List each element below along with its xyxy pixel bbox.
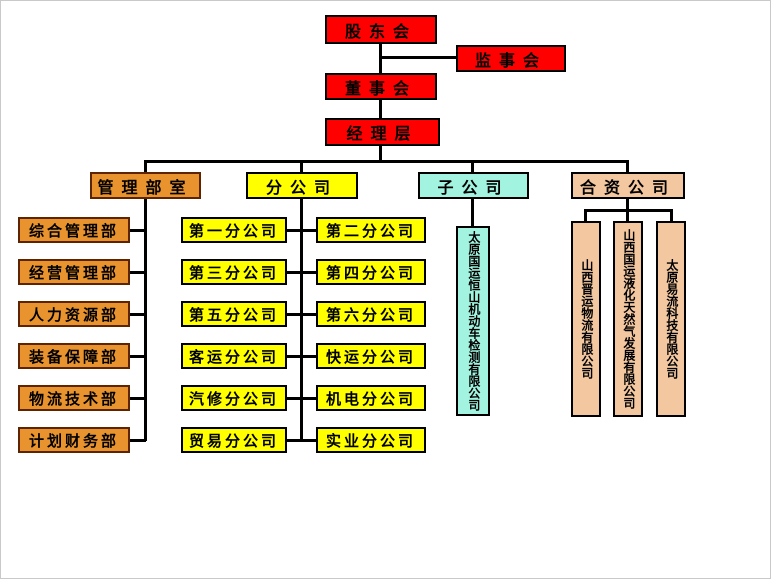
joint-venture-company-box: 太原易流科技有限公司	[656, 221, 686, 417]
connector-line	[626, 198, 629, 211]
branch-box: 第五分公司	[181, 301, 287, 327]
connector-line	[129, 313, 146, 316]
branch-box: 客运分公司	[181, 343, 287, 369]
connector-line	[285, 397, 302, 400]
connector-line	[471, 198, 474, 227]
connector-line	[300, 313, 317, 316]
branches-right-column: 第二分公司 第四分公司 第六分公司 快运分公司 机电分公司 实业分公司	[316, 217, 426, 453]
supervisory-board-box: 监事会	[456, 45, 566, 72]
connector-line	[285, 271, 302, 274]
connector-line	[300, 229, 317, 232]
joint-ventures-header: 合资公司	[571, 172, 685, 199]
admin-departments-column: 综合管理部 经营管理部 人力资源部 装备保障部 物流技术部 计划财务部	[18, 217, 130, 453]
connector-line	[300, 355, 317, 358]
connector-line	[379, 100, 382, 118]
connector-line	[285, 313, 302, 316]
connector-line	[285, 439, 302, 442]
connector-line	[379, 44, 382, 74]
branch-box: 实业分公司	[316, 427, 426, 453]
management-level-box: 经理层	[325, 118, 440, 146]
subsidiaries-header: 子公司	[418, 172, 529, 199]
department-box: 经营管理部	[18, 259, 130, 285]
branch-companies-header: 分公司	[246, 172, 358, 199]
department-box: 计划财务部	[18, 427, 130, 453]
branch-box: 第四分公司	[316, 259, 426, 285]
branch-box: 第三分公司	[181, 259, 287, 285]
connector-line	[129, 439, 146, 442]
connector-line	[285, 355, 302, 358]
branch-box: 第二分公司	[316, 217, 426, 243]
connector-line	[626, 160, 629, 173]
connector-line	[379, 146, 382, 162]
branch-box: 第六分公司	[316, 301, 426, 327]
connector-line	[300, 160, 303, 173]
branch-box: 第一分公司	[181, 217, 287, 243]
department-box: 物流技术部	[18, 385, 130, 411]
connector-line	[144, 160, 147, 173]
connector-line	[300, 439, 317, 442]
connector-line	[144, 198, 147, 441]
board-of-directors-box: 董事会	[325, 73, 437, 100]
department-box: 装备保障部	[18, 343, 130, 369]
department-box: 综合管理部	[18, 217, 130, 243]
connector-line	[471, 160, 474, 173]
joint-venture-company-box: 山西晋运物流有限公司	[571, 221, 601, 417]
connector-line	[584, 209, 587, 222]
connector-line	[129, 355, 146, 358]
connector-line	[129, 397, 146, 400]
subsidiary-company-box: 太原国运恒山机动车检测有限公司	[456, 226, 490, 416]
connector-line	[300, 397, 317, 400]
department-box: 人力资源部	[18, 301, 130, 327]
branch-box: 机电分公司	[316, 385, 426, 411]
connector-line	[285, 229, 302, 232]
connector-line	[300, 271, 317, 274]
connector-line	[144, 160, 629, 163]
connector-line	[300, 198, 303, 441]
shareholders-box: 股东会	[325, 15, 437, 44]
branch-box: 贸易分公司	[181, 427, 287, 453]
branch-box: 汽修分公司	[181, 385, 287, 411]
branch-box: 快运分公司	[316, 343, 426, 369]
connector-line	[670, 209, 673, 222]
branches-left-column: 第一分公司 第三分公司 第五分公司 客运分公司 汽修分公司 贸易分公司	[181, 217, 287, 453]
connector-line	[129, 229, 146, 232]
admin-office-header: 管理部室	[90, 172, 201, 199]
joint-venture-company-box: 山西国运液化天然气发展有限公司	[613, 221, 643, 417]
connector-line	[626, 209, 629, 222]
connector-line	[382, 56, 456, 59]
connector-line	[129, 271, 146, 274]
